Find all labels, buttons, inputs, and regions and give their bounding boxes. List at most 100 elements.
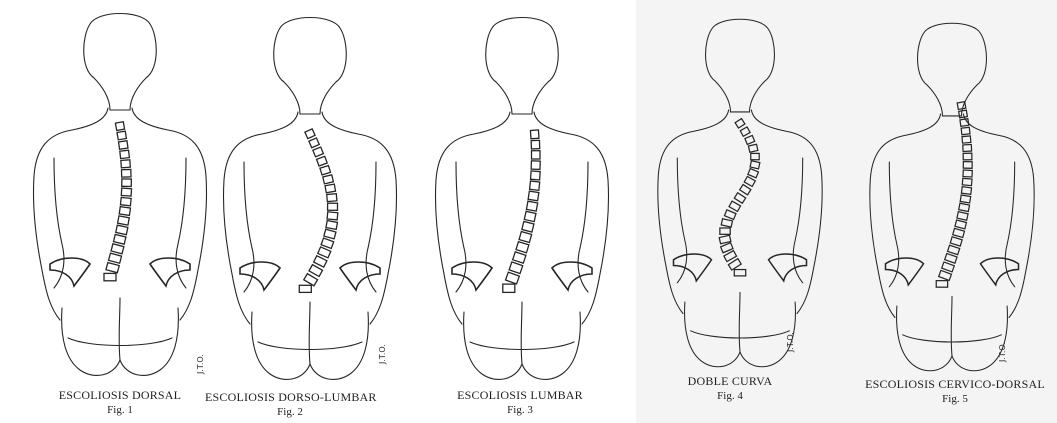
torso-outline-left xyxy=(435,112,510,324)
torso-outline-right xyxy=(132,108,207,320)
figure-number-2: Fig. 2 xyxy=(205,407,375,418)
vertebra xyxy=(530,130,539,139)
vertebra xyxy=(950,237,962,246)
vertebra xyxy=(962,178,972,185)
back-figure-3 xyxy=(435,18,608,380)
vertebra xyxy=(323,175,334,184)
vertebra xyxy=(313,147,324,157)
vertebra xyxy=(120,197,131,205)
vertebra xyxy=(118,216,130,225)
torso-outline-left xyxy=(223,112,298,324)
torso-outline-left xyxy=(33,108,108,320)
figure-caption-3: ESCOLIOSIS LUMBAR Fig. 3 xyxy=(450,389,590,416)
waist-line xyxy=(903,335,1002,342)
figure-title-1: ESCOLIOSIS DORSAL xyxy=(55,389,185,401)
vertebra xyxy=(936,281,947,288)
vertebra xyxy=(324,229,336,239)
vertebra xyxy=(119,207,130,216)
right-arm-line xyxy=(176,158,186,288)
vertebra xyxy=(509,262,523,274)
back-figure-5 xyxy=(870,23,1034,370)
vertebra xyxy=(961,127,970,134)
vertebra xyxy=(121,169,131,177)
vertebra xyxy=(957,102,966,110)
vertebra xyxy=(299,285,311,292)
vertebra xyxy=(317,156,328,166)
spine-vertebrae xyxy=(719,119,760,276)
head-outline xyxy=(84,14,157,111)
torso-outline-right xyxy=(534,112,609,324)
vertebra xyxy=(116,225,128,234)
vertebra xyxy=(328,203,338,210)
back-figure-1 xyxy=(33,14,206,376)
vertebra xyxy=(519,232,532,243)
spine-vertebrae xyxy=(299,129,338,293)
back-figure-2 xyxy=(223,18,396,380)
vertebra xyxy=(111,244,124,254)
vertebra xyxy=(963,170,972,177)
figure-number-3: Fig. 3 xyxy=(450,405,590,416)
vertebra xyxy=(745,135,755,144)
vertebra xyxy=(528,191,539,201)
vertebra xyxy=(506,272,520,284)
vertebra xyxy=(959,203,970,211)
left-arm-line xyxy=(889,162,898,287)
gluteal-line xyxy=(521,302,522,364)
left-iliac-crest xyxy=(674,254,712,281)
vertebra xyxy=(327,212,338,220)
vertebra xyxy=(120,150,130,158)
vertebra xyxy=(326,221,338,230)
vertebra xyxy=(729,201,741,211)
left-arm-line xyxy=(456,162,466,292)
spine-vertebrae xyxy=(936,102,972,288)
figure-caption-2: ESCOLIOSIS DORSO-LUMBAR Fig. 2 xyxy=(205,391,375,418)
vertebra xyxy=(117,131,126,140)
vertebra xyxy=(106,263,119,273)
vertebra xyxy=(751,153,759,159)
vertebra xyxy=(531,171,541,180)
head-outline xyxy=(918,23,987,116)
vertebra xyxy=(304,274,318,286)
vertebra xyxy=(321,238,334,248)
right-iliac-crest xyxy=(340,262,380,290)
head-outline xyxy=(274,18,347,115)
vertebra xyxy=(516,242,529,253)
right-arm-line xyxy=(366,162,376,292)
artist-initials-1: J.T.O. xyxy=(196,354,205,374)
vertebra xyxy=(955,220,966,229)
figure-number-1: Fig. 1 xyxy=(55,405,185,416)
figure-caption-5: ESCOLIOSIS CERVICO-DORSAL Fig. 5 xyxy=(855,378,1055,405)
vertebra xyxy=(962,136,971,143)
vertebra xyxy=(320,166,331,175)
left-iliac-crest xyxy=(50,258,90,286)
figure-title-2: ESCOLIOSIS DORSO-LUMBAR xyxy=(205,391,375,403)
vertebra xyxy=(109,253,122,263)
vertebra xyxy=(531,161,540,170)
waist-line xyxy=(258,342,362,350)
vertebra xyxy=(963,144,972,151)
torso-outline-right xyxy=(322,112,397,324)
right-iliac-crest xyxy=(769,254,807,281)
vertebra xyxy=(957,212,968,221)
figure-title-3: ESCOLIOSIS LUMBAR xyxy=(450,389,590,401)
right-iliac-crest xyxy=(552,262,592,290)
vertebra xyxy=(960,195,970,203)
gluteal-line xyxy=(951,296,952,356)
right-arm-line xyxy=(1005,162,1014,287)
figure-number-5: Fig. 5 xyxy=(855,394,1055,405)
vertebra xyxy=(724,210,736,220)
vertebra xyxy=(735,119,745,128)
left-arm-line xyxy=(54,158,64,288)
waist-line xyxy=(691,331,790,338)
vertebra xyxy=(503,284,515,292)
right-arm-line xyxy=(578,162,588,292)
vertebra xyxy=(327,194,337,202)
head-outline xyxy=(706,19,775,112)
vertebra xyxy=(513,252,526,263)
vertebra xyxy=(744,176,755,186)
gluteal-line xyxy=(119,298,120,360)
vertebra xyxy=(309,265,322,277)
vertebra xyxy=(530,181,540,190)
